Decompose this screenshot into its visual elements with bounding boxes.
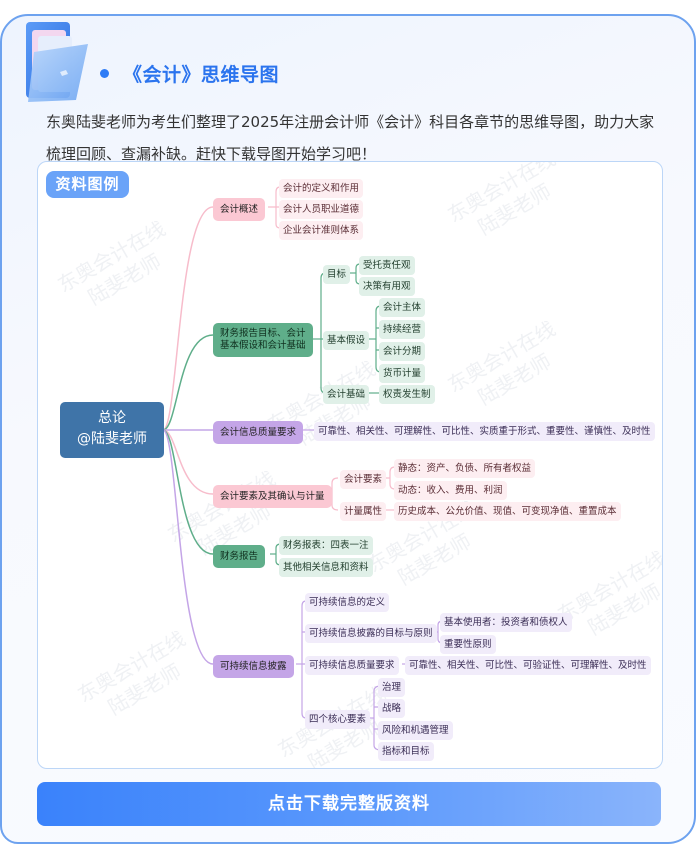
sub-node-measurement[interactable]: 计量属性 bbox=[340, 502, 387, 521]
leaf-node[interactable]: 货币计量 bbox=[379, 364, 426, 383]
leaf-node[interactable]: 指标和目标 bbox=[378, 742, 434, 761]
leaf-node[interactable]: 持续经营 bbox=[379, 320, 426, 339]
page-title: 《会计》思维导图 bbox=[123, 64, 280, 86]
leaf-node[interactable]: 治理 bbox=[378, 678, 406, 697]
leaf-node[interactable]: 决策有用观 bbox=[359, 277, 415, 296]
sub-node-basis[interactable]: 会计基础 bbox=[323, 385, 370, 404]
section-title: 《会计》思维导图 bbox=[100, 60, 279, 87]
leaf-node[interactable]: 权责发生制 bbox=[379, 385, 435, 404]
leaf-node[interactable]: 动态：收入、费用、利润 bbox=[394, 481, 507, 500]
sub-node-goal[interactable]: 目标 bbox=[323, 265, 351, 284]
root-author: @陆斐老师 bbox=[77, 431, 147, 447]
leaf-node[interactable]: 会计的定义和作用 bbox=[279, 179, 364, 198]
leaf-node[interactable]: 战略 bbox=[378, 699, 406, 718]
sub-node-core[interactable]: 四个核心要素 bbox=[305, 710, 371, 729]
intro-text: 东奥陆斐老师为考生们整理了2025年注册会计师《会计》科目各章节的思维导图，助力… bbox=[46, 113, 655, 163]
sub-node-quality[interactable]: 可持续信息质量要求 bbox=[305, 656, 399, 675]
leaf-node[interactable]: 财务报表：四表一注 bbox=[279, 536, 373, 555]
legend-badge: 资料图例 bbox=[46, 171, 129, 198]
leaf-node[interactable]: 会计人员职业道德 bbox=[279, 200, 364, 219]
leaf-node[interactable]: 会计分期 bbox=[379, 342, 426, 361]
sub-node-elements[interactable]: 会计要素 bbox=[340, 470, 387, 489]
root-title: 总论 bbox=[98, 410, 126, 426]
bullet-dot-icon bbox=[100, 69, 109, 78]
leaf-node[interactable]: 其他相关信息和资料 bbox=[279, 558, 373, 577]
leaf-node[interactable]: 静态：资产、负债、所有者权益 bbox=[394, 459, 536, 478]
branch-label-line: 财务报告目标、会计 bbox=[220, 328, 306, 339]
leaf-node[interactable]: 重要性原则 bbox=[440, 635, 496, 654]
mindmap-panel: 东奥会计在线陆斐老师 东奥会计在线陆斐老师 东奥会计在线陆斐老师 东奥会计在线陆… bbox=[37, 161, 663, 769]
connector-lines bbox=[162, 186, 444, 751]
branch-financial-report-goals[interactable]: 财务报告目标、会计 基本假设和会计基础 bbox=[213, 323, 313, 357]
branch-accounting-elements[interactable]: 会计要素及其确认与计量 bbox=[213, 485, 332, 508]
root-node[interactable]: 总论 @陆斐老师 bbox=[60, 402, 164, 458]
download-button[interactable]: 点击下载完整版资料 bbox=[37, 782, 661, 826]
sub-node-definition[interactable]: 可持续信息的定义 bbox=[305, 593, 390, 612]
leaf-node[interactable]: 受托责任观 bbox=[359, 256, 415, 275]
branch-accounting-overview[interactable]: 会计概述 bbox=[213, 198, 266, 221]
leaf-node[interactable]: 会计主体 bbox=[379, 298, 426, 317]
branch-financial-report[interactable]: 财务报告 bbox=[213, 545, 266, 568]
sub-node-assumption[interactable]: 基本假设 bbox=[323, 331, 370, 350]
branch-sustainability-disclosure[interactable]: 可持续信息披露 bbox=[213, 655, 294, 678]
branch-label-line: 基本假设和会计基础 bbox=[220, 340, 306, 351]
leaf-node[interactable]: 企业会计准则体系 bbox=[279, 221, 364, 240]
folder-icon bbox=[26, 22, 88, 102]
sub-node-goals[interactable]: 可持续信息披露的目标与原则 bbox=[305, 624, 437, 643]
branch-info-quality[interactable]: 会计信息质量要求 bbox=[213, 421, 304, 444]
leaf-node[interactable]: 基本使用者：投资者和债权人 bbox=[440, 613, 572, 632]
leaf-node[interactable]: 可靠性、相关性、可比性、可验证性、可理解性、及时性 bbox=[405, 656, 651, 675]
leaf-node[interactable]: 历史成本、公允价值、现值、可变现净值、重置成本 bbox=[394, 502, 621, 521]
leaf-node[interactable]: 可靠性、相关性、可理解性、可比性、实质重于形式、重要性、谨慎性、及时性 bbox=[314, 422, 655, 441]
leaf-node[interactable]: 风险和机遇管理 bbox=[378, 721, 453, 740]
